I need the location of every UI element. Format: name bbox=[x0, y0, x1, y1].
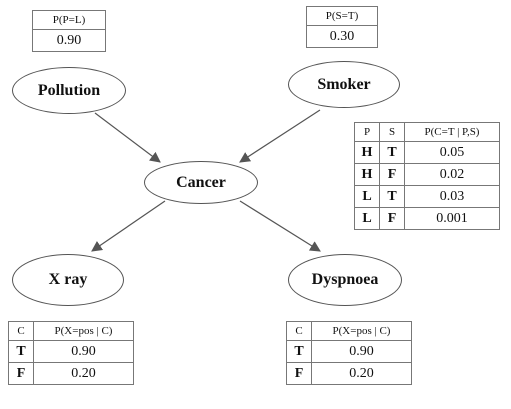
cpt-pollution-table: P(P=L) 0.90 bbox=[32, 10, 106, 52]
cpt-smoker-value: 0.30 bbox=[306, 25, 378, 48]
cpt-cancer-cell: F bbox=[379, 207, 405, 230]
cpt-pollution-value: 0.90 bbox=[32, 29, 106, 52]
cpt-cancer-header-prob: P(C=T | P,S) bbox=[404, 122, 500, 142]
cpt-dyspnoea-table: C P(X=pos | C) T 0.90 F 0.20 bbox=[286, 321, 412, 385]
cpt-xray-cell: F bbox=[8, 362, 34, 385]
cpt-xray-table: C P(X=pos | C) T 0.90 F 0.20 bbox=[8, 321, 134, 385]
node-dyspnoea[interactable]: Dyspnoea bbox=[288, 254, 402, 306]
cpt-dyspnoea-cell: 0.20 bbox=[311, 362, 412, 385]
edge-smoker-cancer bbox=[239, 109, 321, 163]
cpt-xray-cell: 0.90 bbox=[33, 340, 134, 363]
cpt-xray-header-c: C bbox=[8, 321, 34, 341]
cpt-dyspnoea-cell: F bbox=[286, 362, 312, 385]
table-row: L T 0.03 bbox=[354, 185, 500, 208]
cpt-cancer-cell: 0.02 bbox=[404, 163, 500, 186]
cpt-dyspnoea-header-c: C bbox=[286, 321, 312, 341]
cpt-cancer-cell: L bbox=[354, 207, 380, 230]
edge-cancer-xray bbox=[91, 200, 166, 252]
cpt-cancer-cell: L bbox=[354, 185, 380, 208]
cpt-xray-cell: T bbox=[8, 340, 34, 363]
edge-pollution-cancer bbox=[94, 112, 161, 163]
cpt-cancer-header-row: P S P(C=T | P,S) bbox=[354, 122, 500, 142]
edge-cancer-dyspnoea bbox=[239, 200, 321, 252]
table-row: F 0.20 bbox=[286, 362, 412, 385]
cpt-cancer-cell: F bbox=[379, 163, 405, 186]
cpt-xray-header-row: C P(X=pos | C) bbox=[8, 321, 134, 341]
table-row: T 0.90 bbox=[8, 340, 134, 363]
cpt-cancer-cell: T bbox=[379, 185, 405, 208]
cpt-dyspnoea-header-row: C P(X=pos | C) bbox=[286, 321, 412, 341]
cpt-xray-cell: 0.20 bbox=[33, 362, 134, 385]
cpt-smoker-table: P(S=T) 0.30 bbox=[306, 6, 378, 48]
cpt-cancer-header-s: S bbox=[379, 122, 405, 142]
node-smoker[interactable]: Smoker bbox=[288, 61, 400, 108]
cpt-dyspnoea-header-prob: P(X=pos | C) bbox=[311, 321, 412, 341]
table-row: F 0.20 bbox=[8, 362, 134, 385]
table-row: T 0.90 bbox=[286, 340, 412, 363]
node-cancer[interactable]: Cancer bbox=[144, 161, 258, 204]
table-row: H F 0.02 bbox=[354, 163, 500, 186]
cpt-cancer-cell: 0.001 bbox=[404, 207, 500, 230]
table-row: L F 0.001 bbox=[354, 207, 500, 230]
cpt-cancer-cell: H bbox=[354, 141, 380, 164]
cpt-cancer-cell: 0.05 bbox=[404, 141, 500, 164]
cpt-pollution-header: P(P=L) bbox=[32, 10, 106, 30]
cpt-cancer-table: P S P(C=T | P,S) H T 0.05 H F 0.02 L T 0… bbox=[354, 122, 500, 230]
node-xray[interactable]: X ray bbox=[12, 254, 124, 306]
cpt-cancer-cell: T bbox=[379, 141, 405, 164]
cpt-cancer-header-p: P bbox=[354, 122, 380, 142]
cpt-xray-header-prob: P(X=pos | C) bbox=[33, 321, 134, 341]
cpt-cancer-cell: 0.03 bbox=[404, 185, 500, 208]
cpt-smoker-header: P(S=T) bbox=[306, 6, 378, 26]
cpt-cancer-cell: H bbox=[354, 163, 380, 186]
table-row: H T 0.05 bbox=[354, 141, 500, 164]
node-pollution[interactable]: Pollution bbox=[12, 67, 126, 114]
cpt-dyspnoea-cell: T bbox=[286, 340, 312, 363]
cpt-dyspnoea-cell: 0.90 bbox=[311, 340, 412, 363]
